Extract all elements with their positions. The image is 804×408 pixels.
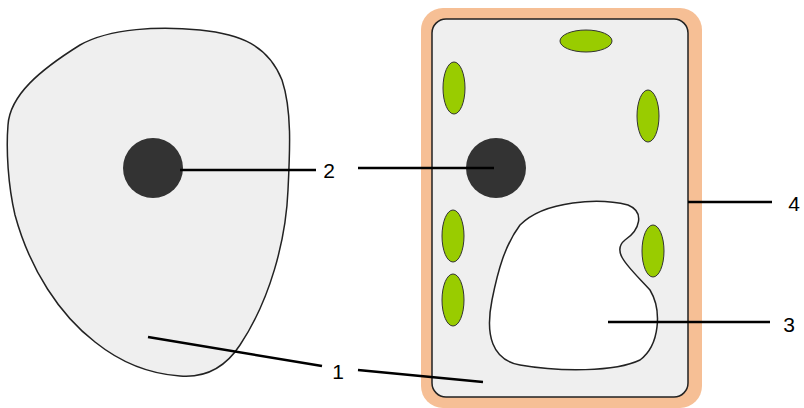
leader-line: [358, 167, 494, 170]
leader-line: [608, 321, 770, 324]
chloroplast: [642, 225, 664, 277]
plant-cell-membrane: [432, 19, 688, 397]
chloroplast: [443, 62, 465, 114]
chloroplast: [442, 274, 464, 326]
chloroplast: [637, 90, 659, 142]
leader-line: [180, 169, 316, 172]
callout-number: 1: [332, 361, 344, 382]
leader-line: [688, 201, 772, 204]
chloroplast: [442, 210, 464, 262]
leader-line: [358, 370, 483, 382]
leader-line: [148, 337, 322, 366]
vacuole: [489, 202, 657, 370]
chloroplast: [560, 30, 612, 52]
nucleus: [123, 138, 183, 198]
animal-cell: [7, 28, 289, 376]
callout-number: 3: [783, 314, 795, 335]
cell-wall: [421, 8, 702, 408]
callout-number: 2: [323, 160, 335, 181]
callout-number: 4: [788, 193, 800, 214]
